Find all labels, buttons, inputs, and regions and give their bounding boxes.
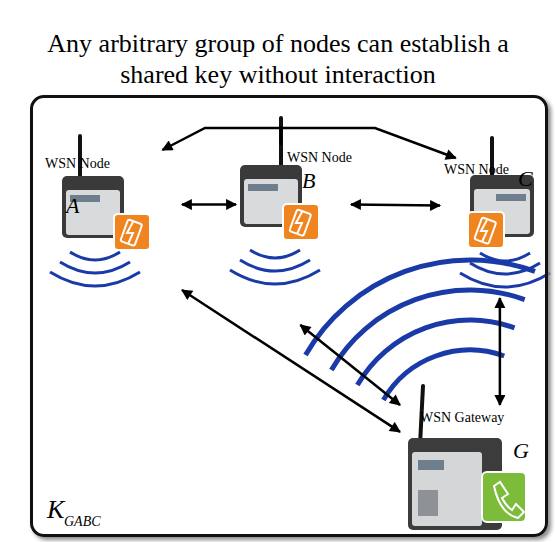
radio-arc (70, 252, 120, 260)
shared-key-frame: KGABCWSN NodeAWSN NodeBWSN NodeCWSN Gate… (30, 95, 548, 537)
radio-arc (470, 263, 540, 274)
key-subscript: GABC (64, 514, 101, 529)
node-waves (50, 252, 140, 286)
sensor-node: WSN Node C (440, 158, 545, 298)
arrow-connector (182, 203, 236, 206)
gateway-device (408, 386, 526, 530)
node-letter: G (513, 439, 529, 463)
device-stripe (418, 460, 444, 470)
node-letter: A (66, 194, 79, 218)
radio-arc (357, 320, 514, 385)
lightning-mark (127, 222, 133, 244)
radio-arc (60, 262, 130, 273)
radio-arc (331, 290, 524, 370)
diagram-title: Any arbitrary group of nodes can establi… (41, 28, 515, 90)
gateway-node: WSN GatewayG (400, 405, 535, 533)
lightning-mark (481, 220, 487, 242)
radio-arc (250, 250, 300, 258)
device-label: WSN Node (45, 156, 110, 171)
arrow-connector (351, 204, 440, 205)
device-label: WSN Node (444, 162, 509, 177)
lightning-mark (296, 212, 302, 234)
node-letter: C (518, 167, 533, 191)
device-label: WSN Node (287, 150, 352, 165)
battery-outline (474, 217, 496, 244)
device-panel (66, 190, 120, 235)
battery-outline (120, 219, 142, 246)
sensor-device (230, 118, 320, 284)
radio-arc (383, 350, 504, 400)
arrow-connector (182, 290, 400, 432)
device-stripe (248, 184, 278, 191)
arrow-connector (162, 128, 281, 150)
gateway-icon (482, 472, 526, 522)
node-waves (230, 250, 320, 284)
device-label: WSN Gateway (420, 410, 504, 425)
battery-icon (114, 214, 150, 250)
node-waves (460, 253, 550, 287)
radio-arc (460, 273, 550, 287)
battery-outline (289, 209, 311, 236)
radio-arc (240, 260, 310, 271)
sensor-device (460, 138, 550, 287)
device-port (418, 490, 438, 516)
arrow-connector (499, 298, 502, 405)
arrow-connector (300, 325, 400, 405)
gateway-waves (306, 260, 536, 400)
battery-icon (468, 212, 504, 248)
phone-mark (494, 482, 524, 518)
arrow-connector (281, 128, 456, 158)
device-panel (412, 452, 482, 526)
radio-arc (50, 272, 140, 286)
radio-arc (480, 253, 530, 261)
radio-arc (230, 270, 320, 284)
sensor-node: WSN NodeA (42, 150, 182, 290)
key-symbol: K (47, 496, 64, 525)
sensor-node: WSN NodeB (236, 145, 351, 325)
antenna (279, 118, 283, 170)
device-stripe (496, 194, 526, 201)
battery-icon (283, 204, 319, 240)
node-letter: B (302, 169, 315, 193)
